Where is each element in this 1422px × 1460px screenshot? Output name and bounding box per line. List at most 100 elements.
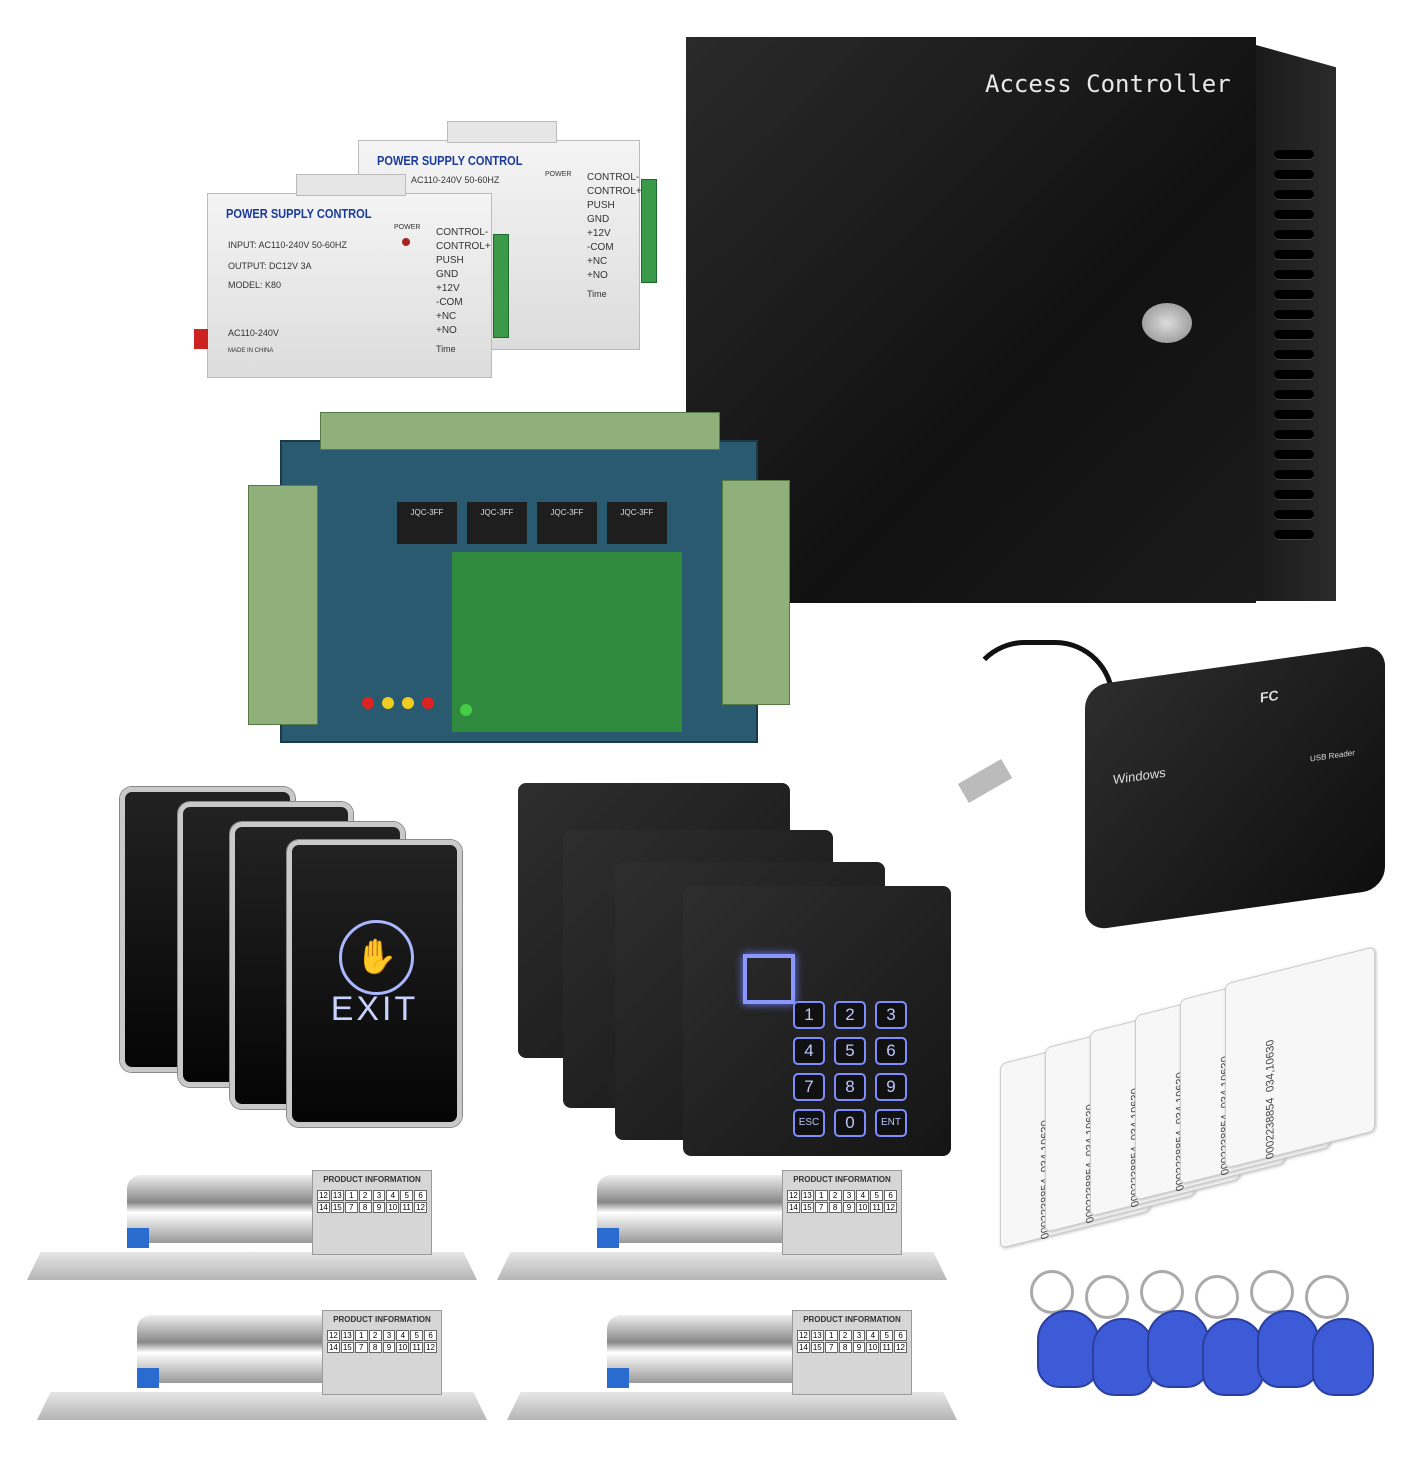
keypad-key: 9 [875,1073,907,1101]
card-number: 0002238854034,10630 [1265,1038,1277,1160]
terminal-row-top [320,412,720,450]
key-ring [1250,1270,1294,1314]
lock-plate [37,1392,487,1420]
psu-input: INPUT: AC110-240V 50-60HZ [228,240,347,250]
relay: JQC-3FF [607,502,667,544]
led [402,697,414,709]
info-cell: 9 [372,1202,386,1213]
info-cell: 4 [856,1190,870,1201]
psu-output: OUTPUT: DC12V 3A [228,261,312,271]
info-cell: 15 [800,1202,814,1213]
rfid-keyfob [1257,1310,1319,1388]
info-cell: 4 [386,1190,400,1201]
keypad-key: 3 [875,1001,907,1029]
lock-cylinder [137,1315,347,1383]
usb-card-reader: FC Windows USB Reader [1085,643,1385,932]
info-cell: 8 [368,1342,382,1353]
vent-slot [1274,170,1314,179]
info-cell: 1 [354,1330,368,1341]
product-info-title: PRODUCT INFORMATION [323,1175,421,1184]
psu-voltage: AC110-240V [228,328,279,338]
lock-cylinder [607,1315,817,1383]
terminal-label: +12V [587,228,611,239]
psu-power: POWER [394,224,421,231]
product-info-title: PRODUCT INFORMATION [803,1315,901,1324]
terminal-label: CONTROL+ [587,186,642,197]
keypad-key: ENT [875,1109,907,1137]
led [422,697,434,709]
info-cell: 2 [828,1190,842,1201]
info-cell: 9 [852,1342,866,1353]
info-cell: 2 [358,1190,372,1201]
key-ring [1085,1275,1129,1319]
card-code: 034,10630 [1264,1038,1277,1094]
info-cell: 7 [824,1342,838,1353]
vent-slot [1274,430,1314,439]
terminal-label: GND [436,269,459,280]
info-cell: 2 [368,1330,382,1341]
rfid-keyfob [1092,1318,1154,1396]
keypad-key: 5 [834,1037,866,1065]
rfid-keyfob [1147,1310,1209,1388]
terminal-row-right [722,480,790,705]
terminal-block [493,234,509,338]
key-ring [1140,1270,1184,1314]
psu-time: Time [587,289,607,299]
controller-box-label: Access Controller [985,70,1231,98]
usb-reader-label: USB Reader [1310,748,1355,764]
psu-power: POWER [545,171,572,178]
fcc-mark: FC [1260,686,1279,706]
terminal-label: +NC [587,256,608,267]
info-cell: 7 [344,1202,358,1213]
info-cell: 14 [797,1342,810,1353]
lock-cylinder [127,1175,337,1243]
vent-slot [1274,450,1314,459]
keypad-key: 2 [834,1001,866,1029]
vent-slot [1274,210,1314,219]
lock-plate [27,1252,477,1280]
rfid-cards: 0002238854034,106300002238854034,1063000… [1000,946,1375,1249]
info-cell: 5 [400,1190,414,1201]
fuse [194,329,208,349]
led [460,704,472,716]
info-cell: 12 [327,1330,340,1341]
info-cell: 1 [824,1330,838,1341]
info-cell: 6 [424,1330,437,1341]
info-cell: 3 [372,1190,386,1201]
vent-slot [1274,270,1314,279]
info-cell: 12 [797,1330,810,1341]
vent-slot [1274,510,1314,519]
key-ring [1030,1270,1074,1314]
wire-connector [597,1228,619,1248]
info-cell: 1 [814,1190,828,1201]
info-cell: 13 [340,1330,354,1341]
keypad-key: 0 [834,1109,866,1137]
info-cell: 15 [810,1342,824,1353]
keypad-key: 6 [875,1037,907,1065]
psu-input: AC110-240V 50-60HZ [411,175,500,185]
info-cell: 4 [396,1330,410,1341]
info-cell: 10 [856,1202,870,1213]
psu-model: MODEL: K80 [228,280,282,290]
vent-slot [1274,370,1314,379]
info-cell: 10 [386,1202,400,1213]
power-led [402,238,410,246]
info-cell: 12 [884,1202,897,1213]
product-info-title: PRODUCT INFORMATION [333,1315,431,1324]
vent-slot [1274,150,1314,159]
terminal-label: PUSH [436,255,464,266]
terminal-block [641,179,657,283]
keypad-key: 4 [793,1037,825,1065]
info-cell: 6 [884,1190,897,1201]
psu-time: Time [436,344,456,354]
info-cell: 9 [382,1342,396,1353]
keypad-key: 1 [793,1001,825,1029]
info-cell: 15 [340,1342,354,1353]
hand-icon: ✋ [339,920,414,995]
info-cell: 11 [400,1202,414,1213]
network-module [452,552,682,732]
info-cell: 6 [414,1190,427,1201]
info-cell: 12 [317,1190,330,1201]
